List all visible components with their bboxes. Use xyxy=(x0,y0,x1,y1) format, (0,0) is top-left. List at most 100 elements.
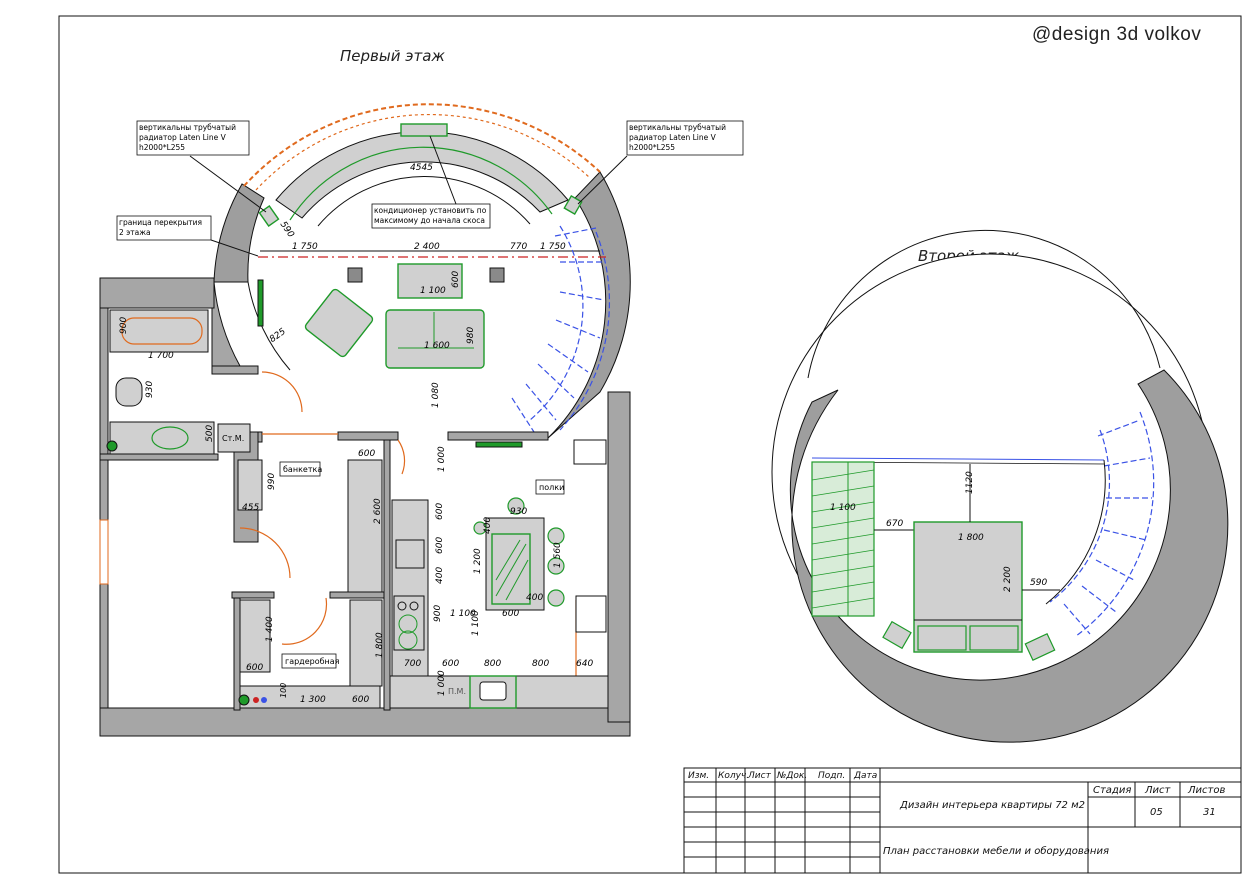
dim-2600: 2 600 xyxy=(373,498,383,524)
nightstand-left xyxy=(882,620,912,650)
air-conditioner xyxy=(400,123,448,137)
label-banketka: банкетка xyxy=(283,465,322,474)
svg-text:кондиционер установить по: кондиционер установить по xyxy=(374,206,487,215)
dim-1100b: 1 100 xyxy=(450,609,476,619)
callout-radiator-right: вертикальны трубчатый радиатор Laten Lin… xyxy=(577,120,744,205)
dining-table xyxy=(491,533,531,605)
banquette xyxy=(237,459,263,511)
svg-text:2 этажа: 2 этажа xyxy=(119,228,151,237)
window-arc-outer xyxy=(243,103,601,187)
washbasin xyxy=(151,426,189,450)
watermark: @design 3d volkov xyxy=(1032,24,1202,45)
svg-text:граница перекрытия: граница перекрытия xyxy=(119,218,202,227)
svg-text:вертикальны трубчатый: вертикальны трубчатый xyxy=(629,123,726,132)
callout-border: граница перекрытия 2 этажа xyxy=(116,215,259,257)
dim-990: 990 xyxy=(267,473,277,490)
washing-machine xyxy=(217,423,251,453)
svg-text:h2000*L255: h2000*L255 xyxy=(629,143,675,152)
dim-590a: 590 xyxy=(278,220,296,240)
callout-radiator-left: вертикальны трубчатый радиатор Laten Lin… xyxy=(136,120,267,213)
tb-sheet-value: 05 xyxy=(1150,807,1163,818)
label-polki-box xyxy=(535,479,565,495)
round-wall-right xyxy=(547,171,631,439)
label-pm: П.М. xyxy=(448,687,466,696)
dim-400c: 400 xyxy=(526,593,543,603)
door-arc-kitchen xyxy=(397,439,406,475)
dim-600a: 600 xyxy=(451,271,461,288)
chair-right-2 xyxy=(547,557,565,575)
bathtub xyxy=(109,309,209,353)
wardrobe-shelves xyxy=(239,599,271,673)
tb-header-izm: Изм. xyxy=(688,771,709,781)
label-garderobnaya-box xyxy=(281,653,337,669)
dim-2400: 2 400 xyxy=(414,242,440,252)
label-stm: Ст.М. xyxy=(222,434,244,443)
svg-text:радиатор Laten Line V: радиатор Laten Line V xyxy=(629,133,717,142)
dim-770: 770 xyxy=(510,242,527,252)
chair-right-1 xyxy=(547,527,565,545)
svg-text:максимому до начала скоса: максимому до начала скоса xyxy=(374,216,485,225)
coffee-table xyxy=(397,263,463,299)
dim-1560: 1 560 xyxy=(553,542,563,568)
dim-455: 455 xyxy=(242,503,259,513)
armchair xyxy=(304,288,374,358)
dim-980: 980 xyxy=(466,327,476,344)
dim-500: 500 xyxy=(205,425,215,442)
dim-640: 640 xyxy=(576,659,593,669)
round-room-lower-left-wall xyxy=(211,281,241,367)
sink xyxy=(479,681,507,701)
title-block-text: Изм. Колуч. Лист №Док. Подп. Дата Дизайн… xyxy=(688,771,1225,857)
dim-1000a: 1 000 xyxy=(437,446,447,472)
door-arc-hall xyxy=(239,527,291,579)
boiler-icon-red xyxy=(253,697,259,703)
label-garderobnaya: гардеробная xyxy=(285,657,340,666)
f2-dim-2200: 2 200 xyxy=(1003,566,1013,592)
wardrobe-side xyxy=(349,599,383,687)
tb-header-podp: Подп. xyxy=(818,771,845,781)
f2-dim-670: 670 xyxy=(886,519,903,529)
dim-1300: 1 300 xyxy=(300,695,326,705)
dim-1400: 1 400 xyxy=(265,616,275,642)
dim-600e: 600 xyxy=(502,609,519,619)
dim-1100a: 1 100 xyxy=(420,286,446,296)
arc-dimension-4545 xyxy=(317,175,531,227)
tb-sheets-label: Листов xyxy=(1187,785,1225,796)
dim-600c: 600 xyxy=(435,503,445,520)
floor1-title: Первый этаж xyxy=(340,47,445,65)
tb-sheet-label: Лист xyxy=(1144,785,1172,796)
dim-1800: 1 800 xyxy=(375,632,385,658)
dim-1100c: 1 100 xyxy=(471,610,481,636)
tb-sheet-title: План расстановки мебели и оборудования xyxy=(883,845,1109,857)
dim-1200: 1 200 xyxy=(473,548,483,574)
dim-1000b: 1 000 xyxy=(437,670,447,696)
f2-dim-1800: 1 800 xyxy=(958,533,984,543)
tb-header-data: Дата xyxy=(853,771,877,781)
svg-text:вертикальны трубчатый: вертикальны трубчатый xyxy=(139,123,236,132)
dim-600h: 600 xyxy=(352,695,369,705)
boiler-icon-blue xyxy=(261,697,267,703)
dim-400a: 400 xyxy=(435,567,445,584)
dim-700: 700 xyxy=(404,659,421,669)
dim-600f: 600 xyxy=(246,663,263,673)
dim-1750b: 1 750 xyxy=(540,242,566,252)
dim-930: 930 xyxy=(145,381,155,398)
door-arc-wardrobe xyxy=(281,597,328,645)
dim-600b: 600 xyxy=(358,449,375,459)
svg-text:радиатор Laten Line V: радиатор Laten Line V xyxy=(139,133,227,142)
label-banketka-box xyxy=(279,461,321,477)
tb-header-ndok: №Док. xyxy=(776,771,807,781)
chair-right-3 xyxy=(547,589,565,607)
column-left xyxy=(347,267,363,283)
dim-900a: 900 xyxy=(119,317,129,334)
wardrobe-hall xyxy=(347,459,383,593)
label-polki: полки xyxy=(539,483,564,492)
fridge xyxy=(575,595,607,633)
sheet-frame xyxy=(58,15,1242,874)
toilet xyxy=(115,377,143,407)
washbasin-counter xyxy=(109,421,215,455)
dim-1080: 1 080 xyxy=(431,382,441,408)
nightstand-right xyxy=(1024,632,1056,662)
dim-900b: 900 xyxy=(433,605,443,622)
floor2-wall-ring xyxy=(789,369,1229,743)
tb-project: Дизайн интерьера квартиры 72 м2 xyxy=(899,800,1085,811)
